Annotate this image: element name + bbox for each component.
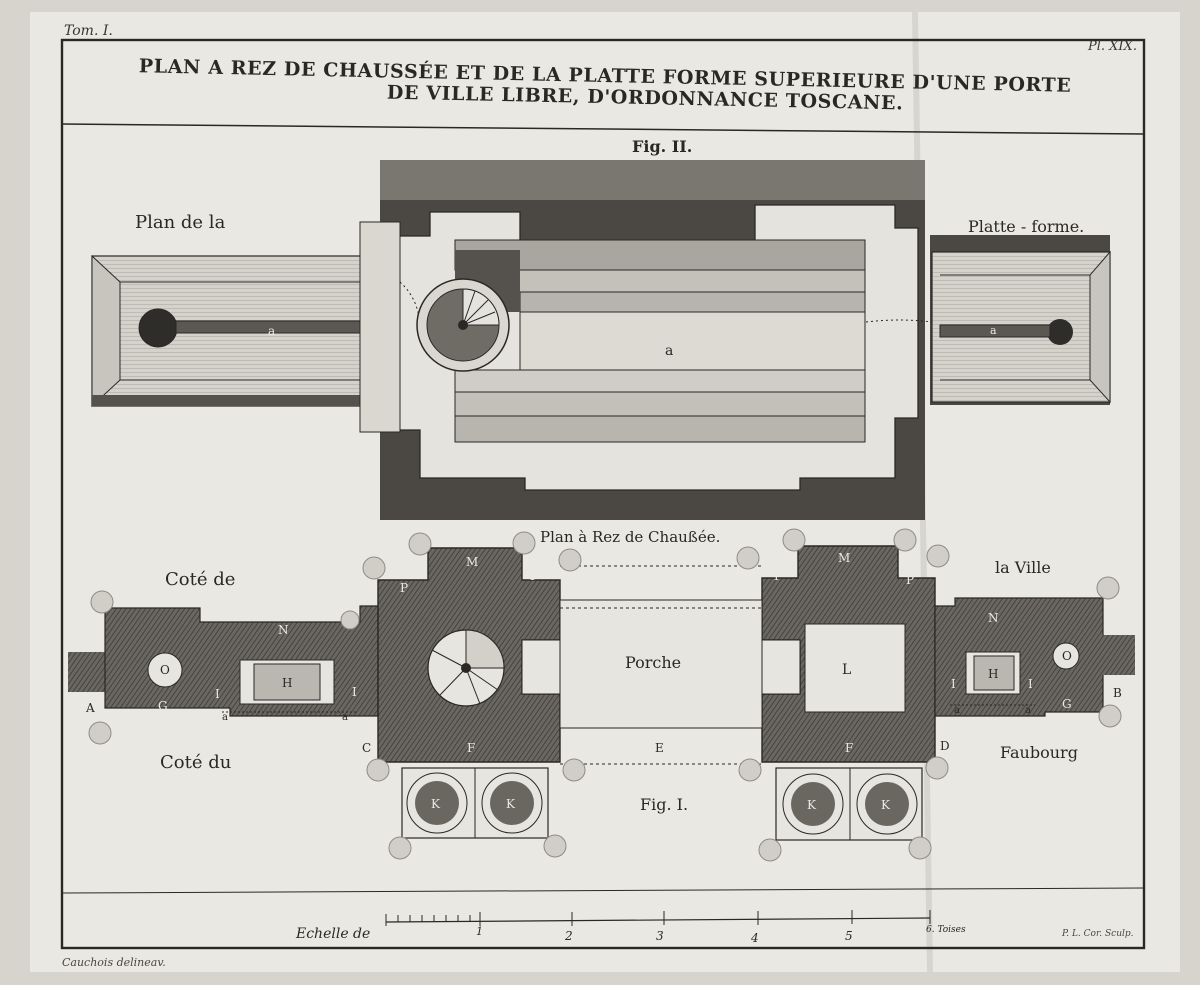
letter-D: D bbox=[940, 739, 950, 753]
letter-I-3: I bbox=[951, 677, 956, 691]
plate-border bbox=[60, 38, 1146, 950]
porch-area bbox=[559, 599, 763, 729]
letter-I-2: I bbox=[352, 685, 357, 699]
letter-N-right: N bbox=[988, 611, 999, 625]
letter-P-3: P bbox=[774, 569, 782, 583]
fig1-la-ville: la Ville bbox=[995, 558, 1051, 577]
signature-left: Cauchois delineav. bbox=[62, 956, 166, 969]
plate-number: Pl. XIX. bbox=[1087, 39, 1137, 54]
letter-K-1: K bbox=[431, 797, 441, 811]
fig1-cote-du: Coté du bbox=[160, 752, 231, 773]
letter-F-right: F bbox=[845, 741, 853, 755]
fig2-caption-right: Platte - forme. bbox=[968, 217, 1084, 236]
scale-tick-3: 3 bbox=[656, 929, 664, 943]
letter-I-1: I bbox=[215, 687, 220, 701]
scale-tick-2: 2 bbox=[564, 929, 573, 943]
letter-P-1: P bbox=[400, 581, 408, 595]
fig2-caption-left: Plan de la bbox=[135, 212, 226, 233]
letter-F-left: F bbox=[467, 741, 475, 755]
scale-label: Echelle de bbox=[295, 926, 370, 942]
letter-M-left: M bbox=[466, 555, 478, 569]
letter-H-right: H bbox=[988, 667, 998, 681]
letter-L: L bbox=[842, 662, 851, 678]
scale-tick-4: 4 bbox=[750, 931, 759, 945]
letter-K-2: K bbox=[506, 797, 516, 811]
fig2-left-gutter bbox=[175, 320, 383, 334]
letter-A: A bbox=[85, 701, 95, 715]
fig2-left-cistern bbox=[138, 308, 178, 348]
fig2-letter-a-center: a bbox=[665, 343, 673, 359]
fig2-right-cistern bbox=[1047, 319, 1073, 345]
signature-right: P. L. Cor. Sculp. bbox=[1061, 929, 1134, 939]
letter-P-2: P bbox=[530, 569, 538, 583]
letter-a-1: a bbox=[222, 712, 228, 723]
letter-O-right: O bbox=[1062, 649, 1072, 663]
fig2-letter-a-right: a bbox=[990, 324, 997, 337]
letter-K-3: K bbox=[807, 798, 817, 812]
letter-B: B bbox=[1113, 686, 1122, 700]
scale-tick-1: 1 bbox=[476, 925, 483, 938]
letter-E: E bbox=[655, 741, 664, 755]
letter-P-4: P bbox=[906, 573, 914, 587]
letter-O-left: O bbox=[160, 663, 170, 677]
fig2-platform-plan: Fig. II. Plan de la Platte - forme. a a bbox=[91, 137, 1111, 520]
letter-M-right: M bbox=[838, 551, 850, 565]
fig1-heading: Plan à Rez de Chaußée. bbox=[540, 528, 720, 546]
scale-tick-5: 5 bbox=[845, 929, 853, 943]
letter-K-4: K bbox=[881, 798, 891, 812]
fig1-cote-de: Coté de bbox=[165, 569, 235, 590]
letter-N-left: N bbox=[278, 623, 289, 637]
fig1-faubourg: Faubourg bbox=[1000, 743, 1078, 762]
room-O-left bbox=[147, 652, 183, 688]
fig2-letter-a-left: a bbox=[268, 324, 275, 338]
fig1-label: Fig. I. bbox=[640, 795, 688, 814]
letter-I-4: I bbox=[1028, 677, 1033, 691]
cisterns-K bbox=[401, 767, 923, 841]
letter-a-2: a bbox=[342, 712, 348, 723]
letter-a-4: a bbox=[1025, 705, 1031, 716]
porch-label: Porche bbox=[625, 653, 681, 672]
letter-H-left: H bbox=[282, 676, 292, 690]
letter-C: C bbox=[362, 741, 371, 755]
letter-G-left: G bbox=[158, 699, 168, 713]
fig1-ground-plan: Plan à Rez de Chaußée. Coté de la Ville … bbox=[68, 528, 1135, 862]
room-L bbox=[804, 623, 906, 713]
bollards bbox=[88, 528, 1122, 862]
letter-G-right: G bbox=[1062, 697, 1072, 711]
fig2-right-gutter bbox=[939, 324, 1051, 338]
letter-a-3: a bbox=[954, 705, 960, 716]
scale-end-label: 6. Toises bbox=[926, 925, 966, 935]
tome-label: Tom. I. bbox=[64, 23, 113, 39]
scale-bar: Echelle de 1 2 3 4 5 6. Toises bbox=[61, 887, 1145, 945]
room-O-right bbox=[1052, 642, 1080, 670]
title-rule bbox=[61, 123, 1145, 135]
fig2-label: Fig. II. bbox=[632, 137, 692, 156]
